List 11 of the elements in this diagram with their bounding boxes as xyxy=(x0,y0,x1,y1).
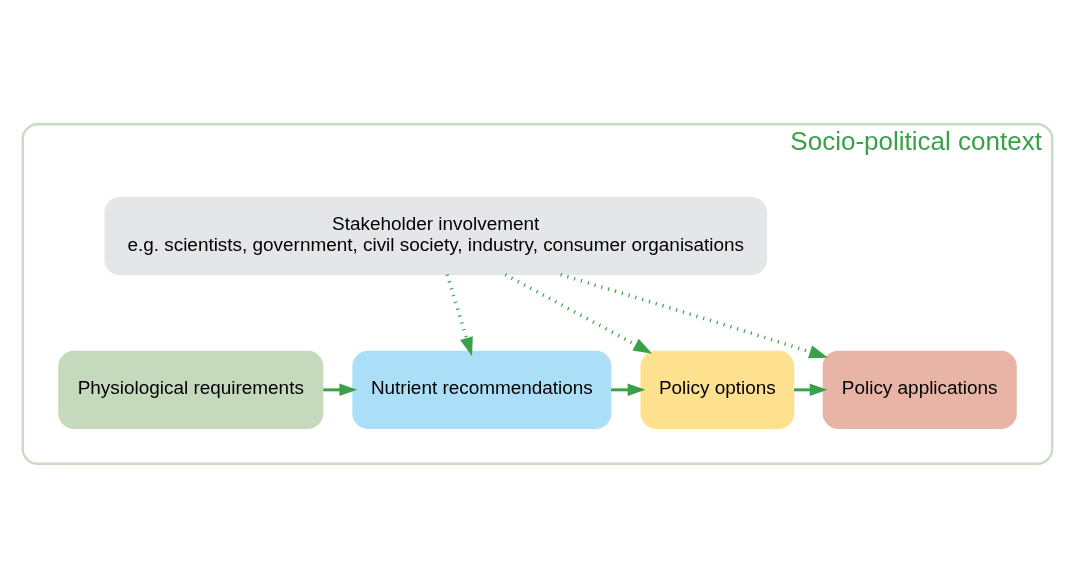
arrow xyxy=(504,273,653,354)
arrow xyxy=(794,383,828,397)
node-box: Policy options xyxy=(640,350,795,429)
arrow xyxy=(611,383,646,397)
arrow xyxy=(323,383,358,397)
node-box: Policy applications xyxy=(822,350,1017,429)
arrow xyxy=(445,274,473,357)
node-box: Nutrient recommendations xyxy=(352,350,612,429)
node-box: Physiological requirements xyxy=(58,350,324,429)
node-box: Stakeholder involvement e.g. scientists, government, civil society, industry, consumer organisations xyxy=(104,196,768,276)
arrow xyxy=(560,272,829,359)
